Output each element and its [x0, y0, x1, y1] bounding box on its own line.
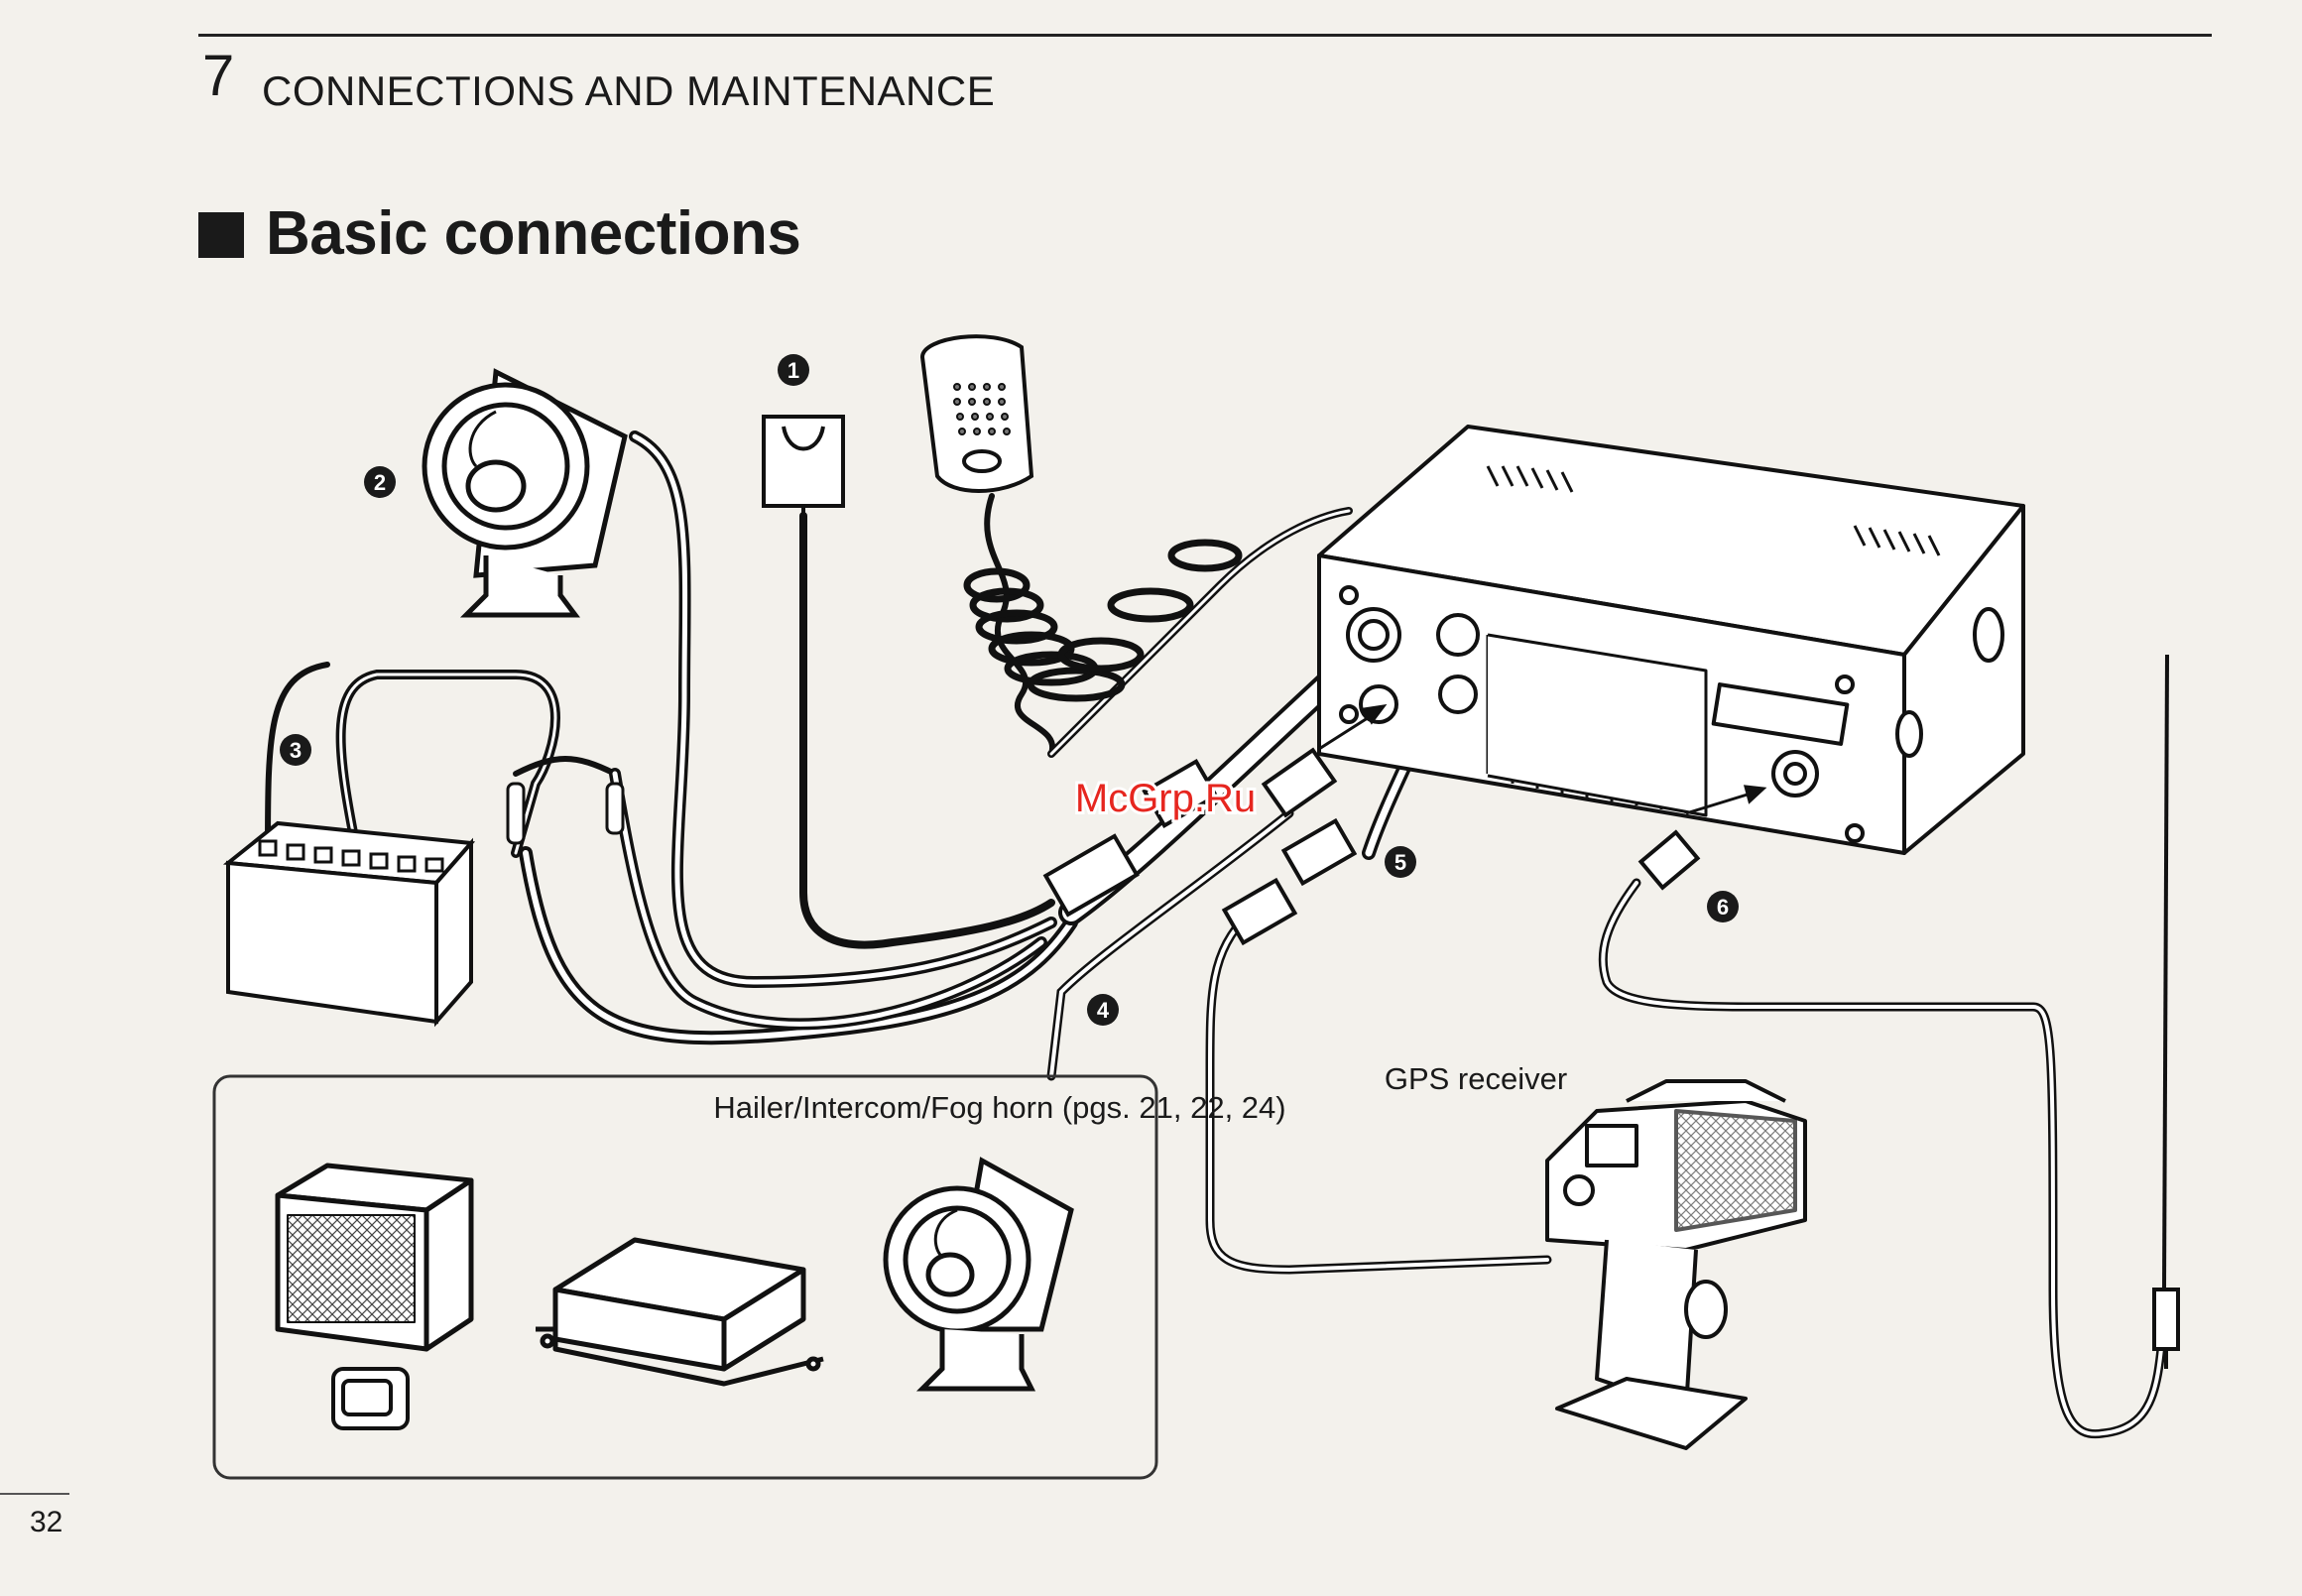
svg-text:4: 4 — [1097, 998, 1110, 1023]
microphone — [922, 336, 1031, 491]
watermark: McGrp.Ru — [1075, 777, 1256, 820]
hailer-amplifier — [536, 1240, 823, 1384]
hailer-box-label: Hailer/Intercom/Fog horn (pgs. 21, 22, 2… — [713, 1090, 1285, 1125]
mic-hanger — [764, 417, 843, 521]
fog-horn — [886, 1161, 1071, 1389]
callout-1: 1 — [778, 354, 809, 386]
svg-text:1: 1 — [788, 358, 799, 383]
page-number: 32 — [30, 1506, 62, 1539]
antenna — [2154, 655, 2178, 1369]
callout-6: 6 — [1707, 891, 1739, 922]
intercom-speaker — [278, 1166, 471, 1349]
callout-4: 4 — [1087, 994, 1119, 1026]
radio-transceiver — [1319, 427, 2023, 853]
coiled-cord — [967, 543, 1239, 698]
callout-5: 5 — [1385, 846, 1416, 878]
svg-text:3: 3 — [290, 738, 302, 763]
remote-switch — [333, 1369, 408, 1428]
svg-text:6: 6 — [1717, 895, 1729, 920]
callout-2: 2 — [364, 466, 396, 498]
footer-rule — [0, 1493, 69, 1495]
external-speaker — [424, 372, 625, 615]
gps-receiver-label: GPS receiver — [1385, 1061, 1567, 1096]
svg-text:2: 2 — [374, 470, 386, 495]
callout-3: 3 — [280, 734, 311, 766]
fuse-holders — [508, 784, 623, 843]
battery — [228, 823, 471, 1022]
svg-text:5: 5 — [1394, 850, 1406, 875]
gps-receiver — [1547, 1081, 1805, 1448]
